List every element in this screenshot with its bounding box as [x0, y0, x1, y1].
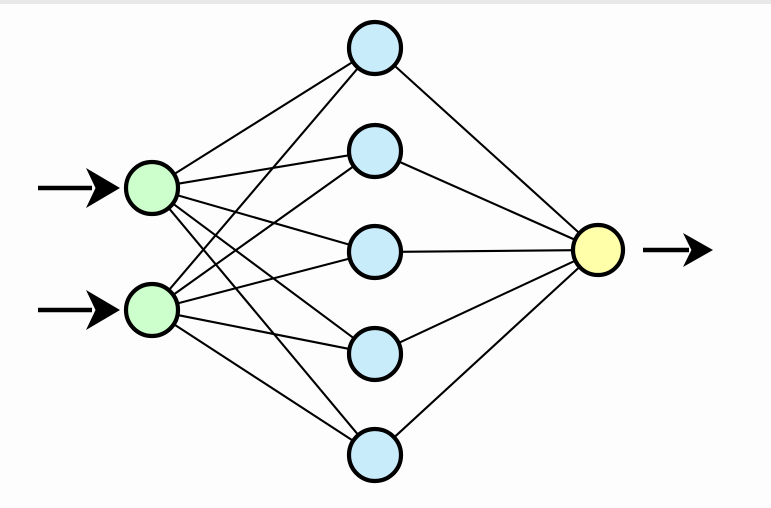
edge-i1-h1 [172, 60, 355, 176]
node-o1[interactable] [570, 222, 626, 278]
top-edge-strip [0, 0, 771, 4]
edge-h1-o1 [392, 63, 582, 235]
edge-i1-h3 [174, 193, 353, 247]
edges-group [166, 60, 582, 443]
edge-i1-h5 [166, 206, 361, 437]
edge-i2-h1 [167, 65, 360, 293]
node-h5[interactable] [346, 426, 404, 484]
edge-h2-o1 [396, 160, 578, 242]
node-i1[interactable] [123, 159, 181, 217]
input-arrow-2 [38, 290, 120, 330]
edge-h3-o1 [398, 249, 576, 253]
edge-i1-h4 [171, 201, 356, 341]
edge-h5-o1 [392, 265, 582, 440]
edge-i2-h3 [175, 257, 352, 305]
arrows-group [38, 168, 713, 330]
output-arrow-1 [643, 233, 713, 267]
node-h4[interactable] [346, 325, 404, 383]
edge-i2-h2 [171, 164, 356, 297]
edge-i2-h4 [175, 313, 352, 351]
nodes-group [123, 19, 626, 484]
node-i2[interactable] [123, 281, 181, 339]
edge-h4-o1 [396, 259, 578, 345]
node-h1[interactable] [346, 19, 404, 77]
input-arrow-1-head [86, 168, 120, 208]
node-h2[interactable] [346, 122, 404, 180]
node-h3[interactable] [346, 223, 404, 281]
input-arrow-1 [38, 168, 120, 208]
edge-i2-h5 [171, 322, 356, 443]
output-arrow-1-head [683, 233, 713, 267]
edge-i1-h2 [175, 154, 352, 185]
input-arrow-2-head [86, 290, 120, 330]
